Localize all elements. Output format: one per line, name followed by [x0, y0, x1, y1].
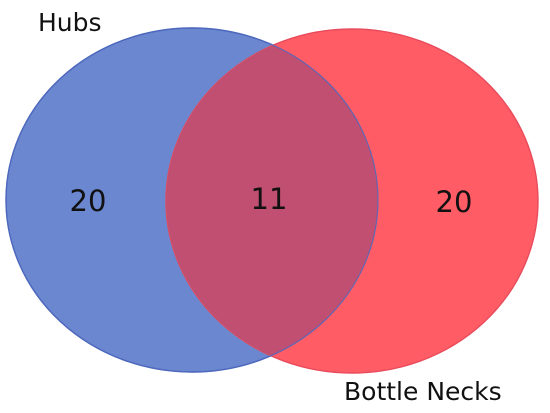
bottlenecks-label: Bottle Necks [344, 377, 502, 406]
overlap-count: 11 [251, 182, 288, 216]
bottlenecks-only-count: 20 [436, 185, 473, 219]
hubs-label: Hubs [38, 8, 102, 37]
hubs-circle-outline [5, 27, 379, 373]
overlap-region [166, 29, 378, 372]
hubs-only-count: 20 [70, 184, 107, 218]
